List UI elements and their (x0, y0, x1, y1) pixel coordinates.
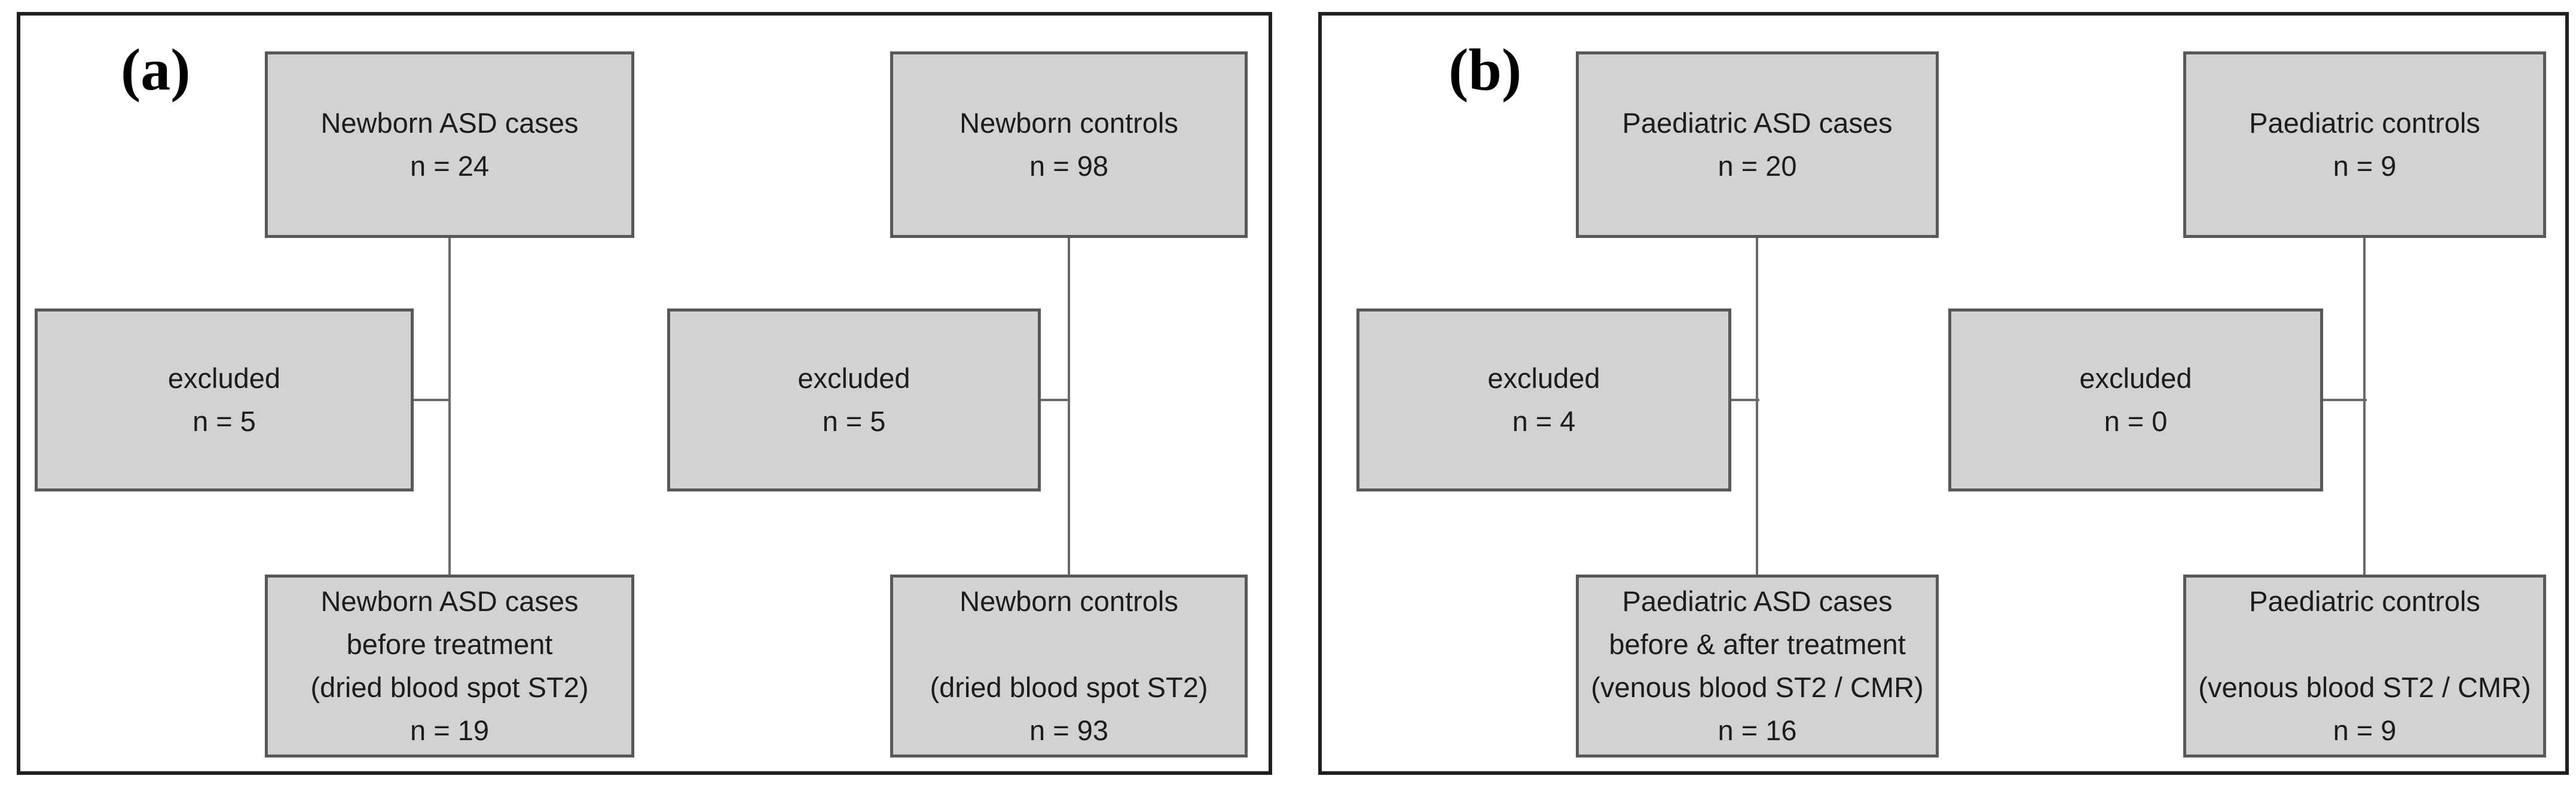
box-a-newborn-asd-cases: Newborn ASD cases n = 24 (265, 51, 634, 238)
connector-b-excluded-controls-stub (2323, 399, 2367, 401)
connector-a-cases-vertical (448, 238, 451, 575)
panel-b: (b) Paediatric ASD cases n = 20 Paediatr… (1318, 12, 2569, 775)
box-a-controls-dried-blood-spot: Newborn controls (dried blood spot ST2) … (890, 575, 1248, 758)
box-a-excluded-controls: excluded n = 5 (667, 309, 1041, 491)
connector-a-excluded-cases-stub (414, 399, 451, 401)
connector-b-cases-vertical (1756, 238, 1758, 575)
box-text-line: Paediatric controls (2249, 585, 2480, 617)
connector-b-controls-vertical (2363, 238, 2366, 575)
box-text-line: Newborn controls (959, 585, 1178, 617)
panel-a-label: (a) (121, 36, 191, 103)
box-text-line: n = 16 (1718, 714, 1797, 746)
box-b-paediatric-asd-cases: Paediatric ASD cases n = 20 (1576, 51, 1939, 238)
box-text-line: before treatment (346, 628, 553, 660)
box-text-line: (dried blood spot ST2) (310, 671, 589, 703)
box-text-line: n = 5 (822, 405, 886, 437)
panel-b-label: (b) (1449, 36, 1522, 103)
box-text-line: Paediatric ASD cases (1622, 585, 1893, 617)
box-a-newborn-controls: Newborn controls n = 98 (890, 51, 1248, 238)
box-text-line: n = 98 (1029, 150, 1108, 182)
box-text-line: Newborn ASD cases (320, 107, 579, 139)
box-a-cases-before-treatment: Newborn ASD cases before treatment (drie… (265, 575, 634, 758)
box-text-line: n = 5 (192, 405, 256, 437)
box-text-line: (venous blood ST2 / CMR) (1591, 671, 1924, 703)
box-text-line (893, 623, 1245, 666)
box-text-line: n = 4 (1512, 405, 1576, 437)
box-text-line: (dried blood spot ST2) (930, 671, 1208, 703)
panel-a: (a) Newborn ASD cases n = 24 Newborn con… (17, 12, 1272, 775)
connector-a-controls-vertical (1068, 238, 1070, 575)
box-text-line: Paediatric ASD cases (1622, 107, 1893, 139)
box-b-controls-venous-blood: Paediatric controls (venous blood ST2 / … (2183, 575, 2546, 758)
connector-b-excluded-cases-stub (1731, 399, 1759, 401)
box-b-paediatric-controls: Paediatric controls n = 9 (2183, 51, 2546, 238)
box-text-line: n = 9 (2333, 150, 2397, 182)
box-b-cases-before-after-treatment: Paediatric ASD cases before & after trea… (1576, 575, 1939, 758)
box-b-excluded-cases: excluded n = 4 (1356, 309, 1731, 491)
box-text-line: excluded (167, 362, 281, 394)
box-text-line: excluded (1487, 362, 1600, 394)
box-text-line: excluded (797, 362, 910, 394)
box-text-line: n = 93 (1029, 714, 1108, 746)
box-text-line: Newborn controls (959, 107, 1178, 139)
box-text-line: n = 0 (2104, 405, 2168, 437)
box-text-line: n = 24 (410, 150, 489, 182)
box-text-line (2186, 623, 2543, 666)
box-b-excluded-controls: excluded n = 0 (1948, 309, 2323, 491)
box-text-line: n = 19 (410, 714, 489, 746)
box-text-line: n = 9 (2333, 714, 2397, 746)
box-text-line: (venous blood ST2 / CMR) (2198, 671, 2531, 703)
box-text-line: excluded (2079, 362, 2192, 394)
box-text-line: n = 20 (1718, 150, 1797, 182)
box-text-line: Paediatric controls (2249, 107, 2480, 139)
connector-a-excluded-controls-stub (1041, 399, 1070, 401)
box-text-line: before & after treatment (1609, 628, 1906, 660)
box-a-excluded-cases: excluded n = 5 (35, 309, 414, 491)
box-text-line: Newborn ASD cases (320, 585, 579, 617)
